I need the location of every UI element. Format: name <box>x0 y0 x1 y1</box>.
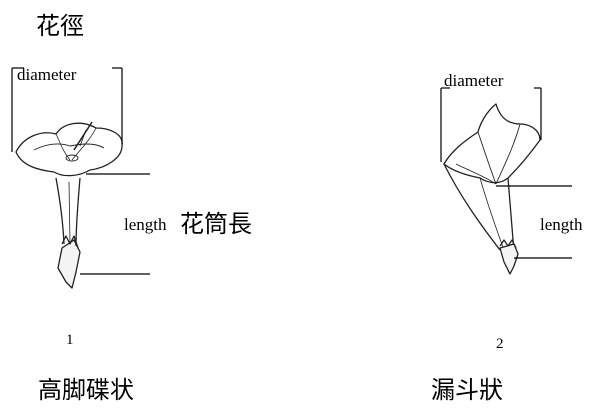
flower-diameter-heading: 花徑 <box>36 12 84 40</box>
funnelform-flower-illustration <box>443 103 541 275</box>
figure1-diameter-label: diameter <box>17 65 77 84</box>
figure1-length-cjk-label: 花筒長 <box>180 210 252 238</box>
figure2-dimension-lines <box>440 87 572 259</box>
figure2-type-name: 漏斗狀 <box>431 376 503 404</box>
figure1-length-label: length <box>124 215 167 234</box>
figure2-diameter-label: diameter <box>444 71 504 90</box>
figure2-length-label: length <box>540 215 583 234</box>
figure1-number: 1 <box>66 332 74 348</box>
salverform-flower-illustration <box>15 121 123 289</box>
figure1-type-name: 高脚碟状 <box>38 376 134 404</box>
figure1-dimension-lines <box>11 67 150 275</box>
figure2-number: 2 <box>496 336 504 352</box>
